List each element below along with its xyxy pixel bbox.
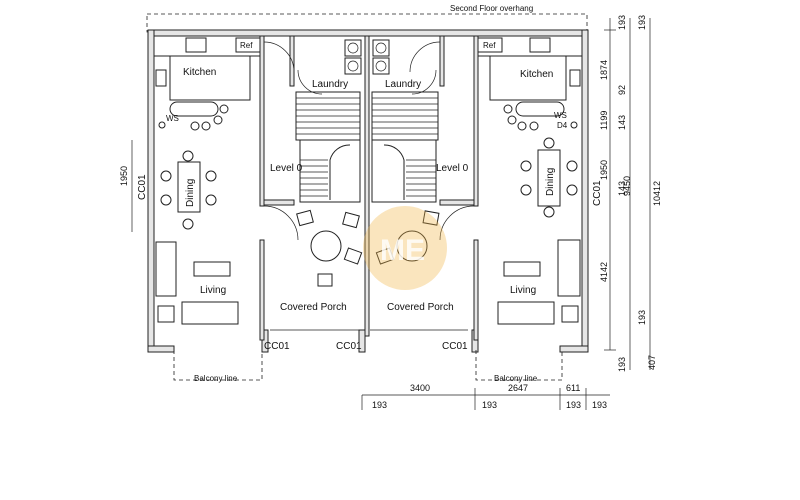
dim-bottom-193b: 193 bbox=[482, 400, 497, 410]
fridge-right bbox=[477, 37, 503, 53]
left-unit: Ref Kitchen WS Dining Living bbox=[154, 37, 261, 325]
stairs bbox=[295, 91, 439, 203]
dim-right-143a: 143 bbox=[617, 115, 627, 130]
ref-right-label: Ref bbox=[483, 41, 496, 50]
dim-bottom-193a: 193 bbox=[372, 400, 387, 410]
porch-right-label: Covered Porch bbox=[387, 302, 454, 313]
dim-left-1950: 1950 bbox=[119, 166, 129, 186]
sofa-right-icon bbox=[557, 239, 581, 297]
ref-left-label: Ref bbox=[240, 41, 253, 50]
dim-bottom-611: 611 bbox=[566, 383, 580, 393]
watermark-logo: ME bbox=[363, 206, 447, 290]
overhang-outline: Second Floor overhang bbox=[146, 4, 588, 33]
dim-right-4142: 4142 bbox=[599, 262, 609, 282]
left-dimension: 1950 bbox=[119, 140, 133, 232]
dim-right-92: 92 bbox=[617, 85, 627, 95]
dim-bottom-2647: 2647 bbox=[508, 383, 528, 393]
cc01-porch-center: CC01 bbox=[336, 341, 362, 352]
kitchen-left-label: Kitchen bbox=[183, 67, 216, 78]
dim-bottom-3400: 3400 bbox=[410, 383, 430, 393]
porch-left-label: Covered Porch bbox=[280, 302, 347, 313]
ws-right-icon bbox=[570, 121, 578, 129]
dim-right-193a: 193 bbox=[617, 15, 627, 30]
laundry-right-label: Laundry bbox=[385, 79, 421, 90]
tv-unit-right bbox=[503, 261, 541, 277]
stove-right-icon bbox=[529, 37, 551, 53]
balcony-lines: Balcony line Balcony line bbox=[173, 350, 563, 383]
dining-right-label: Dining bbox=[545, 168, 556, 196]
dw-right-label: D4 bbox=[557, 121, 568, 130]
balcony-left-label: Balcony line bbox=[194, 374, 238, 383]
balcony-right-label: Balcony line bbox=[494, 374, 538, 383]
cc01-right-wall: CC01 bbox=[592, 180, 603, 206]
watermark-text: ME bbox=[380, 234, 425, 267]
dim-right-407: 407 bbox=[647, 355, 657, 370]
dim-right-193c: 193 bbox=[637, 310, 647, 325]
dim-right-1950: 1950 bbox=[599, 160, 609, 180]
ws-left-label: WS bbox=[166, 114, 179, 123]
dim-bottom-193c: 193 bbox=[566, 400, 581, 410]
dim-right-193d: 193 bbox=[617, 357, 627, 372]
ws-left-icon bbox=[158, 121, 166, 129]
tv-unit-left bbox=[193, 261, 231, 277]
interior-walls bbox=[259, 35, 479, 341]
cc01-porch-right: CC01 bbox=[442, 341, 468, 352]
right-unit: Ref Kitchen WS D4 Dining Living bbox=[477, 37, 582, 325]
living-left-label: Living bbox=[200, 285, 226, 296]
doors bbox=[263, 41, 475, 241]
dim-right-143b: 143 bbox=[617, 181, 627, 196]
sink-right-icon bbox=[569, 69, 581, 87]
dim-right-9450: 9450 bbox=[622, 176, 632, 196]
sink-left-icon bbox=[155, 69, 167, 87]
fridge-left bbox=[235, 37, 261, 53]
laundry-left-label: Laundry bbox=[312, 79, 348, 90]
dim-bottom-193d: 193 bbox=[592, 400, 607, 410]
sofa-left-icon bbox=[155, 241, 177, 297]
overhang-label: Second Floor overhang bbox=[450, 4, 533, 13]
kitchen-right-label: Kitchen bbox=[520, 69, 553, 80]
level-left-label: Level 0 bbox=[270, 163, 303, 174]
ws-right-label: WS bbox=[554, 111, 567, 120]
living-right-label: Living bbox=[510, 285, 536, 296]
cc01-porch-left: CC01 bbox=[264, 341, 290, 352]
dim-right-1874: 1874 bbox=[599, 60, 609, 80]
dim-right-10412: 10412 bbox=[652, 181, 662, 206]
right-dimensions: 193 193 1874 92 1199 143 1950 143 9450 1… bbox=[599, 15, 662, 372]
dim-right-1199: 1199 bbox=[599, 111, 609, 130]
porch-area: Level 0 Level 0 Covered Porch Covered Po… bbox=[270, 163, 469, 313]
dim-right-193b: 193 bbox=[637, 15, 647, 30]
bottom-dimensions: 3400 2647 611 193 193 193 193 bbox=[361, 383, 610, 410]
level-right-label: Level 0 bbox=[436, 163, 469, 174]
cc01-left-wall: CC01 bbox=[137, 174, 148, 200]
dining-left-label: Dining bbox=[185, 179, 196, 207]
stove-left-icon bbox=[185, 37, 207, 53]
laundry-appliances bbox=[344, 39, 390, 75]
